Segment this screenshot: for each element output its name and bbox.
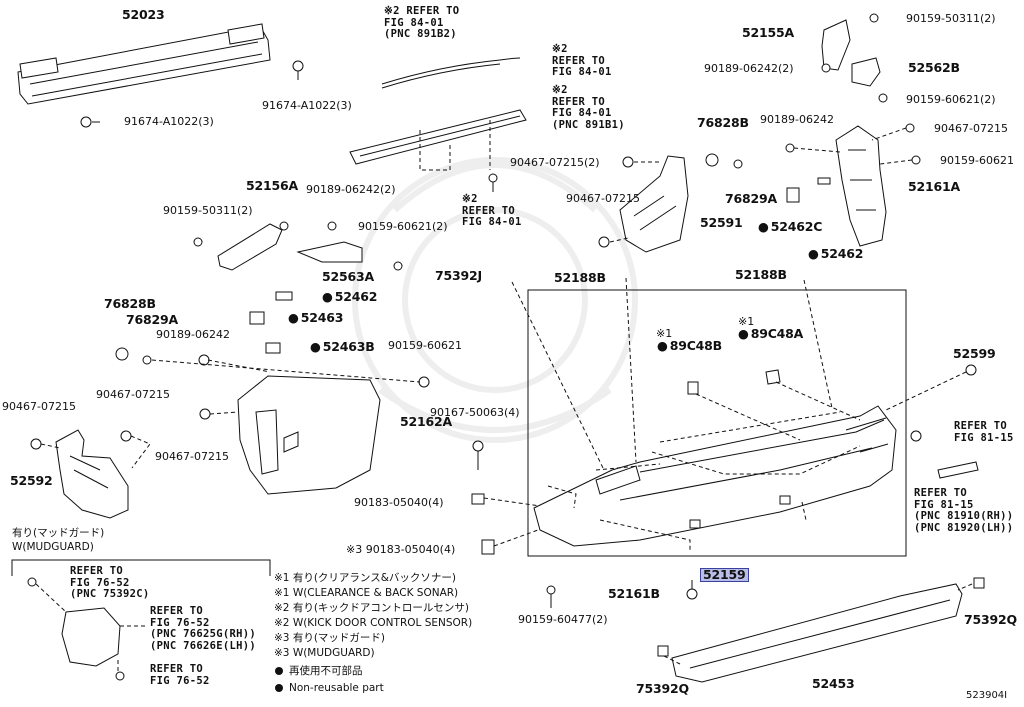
part-label[interactable]: 91674-A1022(3) xyxy=(262,99,352,112)
part-label[interactable]: 90159-50311(2) xyxy=(163,204,253,217)
part-label[interactable]: 76828B xyxy=(104,296,156,311)
part-label[interactable]: 52462 xyxy=(808,247,864,260)
part-label[interactable]: 52155A xyxy=(742,25,794,40)
part-label[interactable]: 76829A xyxy=(126,312,178,327)
reference-note: REFER TO FIG 81-15 (PNC 81910(RH)) (PNC … xyxy=(914,487,1014,534)
part-label-highlighted[interactable]: 52159 xyxy=(700,568,749,582)
legend-nonreusable-jp: 再使用不可部品 xyxy=(289,665,363,677)
sensor-bracket-891b1 xyxy=(349,109,527,165)
retainer-52155a xyxy=(821,19,851,71)
reference-note: REFER TO FIG 76-52 (PNC 76625G(RH)) (PNC… xyxy=(150,605,256,652)
part-label[interactable]: 52463 xyxy=(288,311,344,324)
part-label[interactable]: 52156A xyxy=(246,178,298,193)
part-label[interactable]: 75392J xyxy=(435,268,482,283)
legend-line: ※1 W(CLEARANCE & BACK SONAR) xyxy=(274,587,459,599)
part-label[interactable]: 90159-60621(2) xyxy=(358,220,448,233)
retainer-52562b xyxy=(851,57,881,87)
sensor-wire-891b2 xyxy=(381,57,521,85)
reinforcement-bar-52023 xyxy=(17,23,271,105)
legend-line: ※2 有り(キックドアコントロールセンサ) xyxy=(274,602,470,614)
part-label[interactable]: 52453 xyxy=(812,676,855,691)
part-label[interactable]: 52023 xyxy=(122,7,165,22)
part-label[interactable]: 89C48A xyxy=(738,327,804,340)
legend-line: ※2 W(KICK DOOR CONTROL SENSOR) xyxy=(274,617,473,629)
reference-note: ※2 REFER TO FIG 84-01 (PNC 891B1) xyxy=(552,84,625,131)
note-marker: ※1 xyxy=(738,315,755,328)
part-label[interactable]: 90467-07215(2) xyxy=(510,156,600,169)
part-label[interactable]: 52599 xyxy=(953,346,996,361)
part-label[interactable]: 90467-07215 xyxy=(934,122,1008,135)
part-label[interactable]: 90189-06242(2) xyxy=(306,183,396,196)
part-label[interactable]: 52563A xyxy=(322,269,374,284)
part-label[interactable]: 90189-06242(2) xyxy=(704,62,794,75)
part-label[interactable]: 90167-50063(4) xyxy=(430,406,520,419)
bolt-91674-a xyxy=(80,60,304,128)
bumper-box xyxy=(527,289,907,557)
retainer-52156a xyxy=(217,223,283,271)
legend-nonreusable-en: Non-reusable part xyxy=(289,682,384,694)
legend-bullet-en xyxy=(275,684,283,692)
reference-note: REFER TO FIG 81-15 xyxy=(954,420,1014,444)
mudguard-76625g xyxy=(61,607,121,667)
molding-52453 xyxy=(671,583,963,683)
reference-note: ※2 REFER TO FIG 84-01 (PNC 891B2) xyxy=(384,5,460,40)
part-label[interactable]: 52592 xyxy=(10,473,53,488)
part-label[interactable]: 90159-50311(2) xyxy=(906,12,996,25)
part-label[interactable]: 76829A xyxy=(725,191,777,206)
part-label[interactable]: 52462C xyxy=(758,220,823,233)
part-label[interactable]: 90467-07215 xyxy=(566,192,640,205)
bracket-52161a xyxy=(835,125,887,247)
part-label[interactable]: 90159-60621(2) xyxy=(906,93,996,106)
bracket-52591 xyxy=(619,155,689,253)
mudguard-heading-en: W(MUDGUARD) xyxy=(12,541,94,553)
reference-note: ※2 REFER TO FIG 84-01 xyxy=(462,193,522,228)
reference-note: REFER TO FIG 76-52 (PNC 75392C) xyxy=(70,565,150,600)
part-label[interactable]: 89C48B xyxy=(657,339,722,352)
retainer-52563a xyxy=(296,241,363,263)
part-label[interactable]: 90467-07215 xyxy=(155,450,229,463)
reference-note: ※2 REFER TO FIG 84-01 xyxy=(552,43,612,78)
part-label[interactable]: 75392Q xyxy=(964,612,1017,627)
part-label[interactable]: 52188B xyxy=(735,267,787,282)
part-label[interactable]: 52591 xyxy=(700,215,743,230)
legend-line: ※1 有り(クリアランス&バックソナー) xyxy=(274,572,456,584)
part-label[interactable]: 52161A xyxy=(908,179,960,194)
mudguard-bracket xyxy=(11,559,271,576)
diagram-id: 523904I xyxy=(966,690,1008,701)
side-cover-52162a xyxy=(237,375,381,495)
legend-line: ※3 有り(マッドガード) xyxy=(274,632,386,644)
part-label[interactable]: 90467-07215 xyxy=(96,388,170,401)
part-label[interactable]: 52162A xyxy=(400,414,452,429)
part-label[interactable]: ※3 90183-05040(4) xyxy=(346,543,456,556)
bumper-cover-52159 xyxy=(533,405,897,547)
part-label[interactable]: 52161B xyxy=(608,586,660,601)
part-label[interactable]: 76828B xyxy=(697,115,749,130)
note-marker: ※1 xyxy=(656,327,673,340)
part-label[interactable]: 52462 xyxy=(322,290,378,303)
part-label[interactable]: 75392Q xyxy=(636,681,689,696)
legend-bullet-jp xyxy=(275,667,283,675)
part-label[interactable]: 90159-60621 xyxy=(940,154,1014,167)
part-label[interactable]: 90189-06242 xyxy=(156,328,230,341)
part-label[interactable]: 90159-60621 xyxy=(388,339,462,352)
mudguard-heading-jp: 有り(マッドガード) xyxy=(12,527,105,539)
part-label[interactable]: 52463B xyxy=(310,340,375,353)
reference-note: REFER TO FIG 76-52 xyxy=(150,663,210,687)
part-label[interactable]: 90189-06242 xyxy=(760,113,834,126)
part-label[interactable]: 90183-05040(4) xyxy=(354,496,444,509)
part-label[interactable]: 91674-A1022(3) xyxy=(124,115,214,128)
part-label[interactable]: 90467-07215 xyxy=(2,400,76,413)
part-label[interactable]: 90159-60477(2) xyxy=(518,613,608,626)
part-label[interactable]: 52188B xyxy=(554,270,606,285)
part-label[interactable]: 52562B xyxy=(908,60,960,75)
bracket-52592 xyxy=(55,429,129,519)
legend-line: ※3 W(MUDGUARD) xyxy=(274,647,375,659)
